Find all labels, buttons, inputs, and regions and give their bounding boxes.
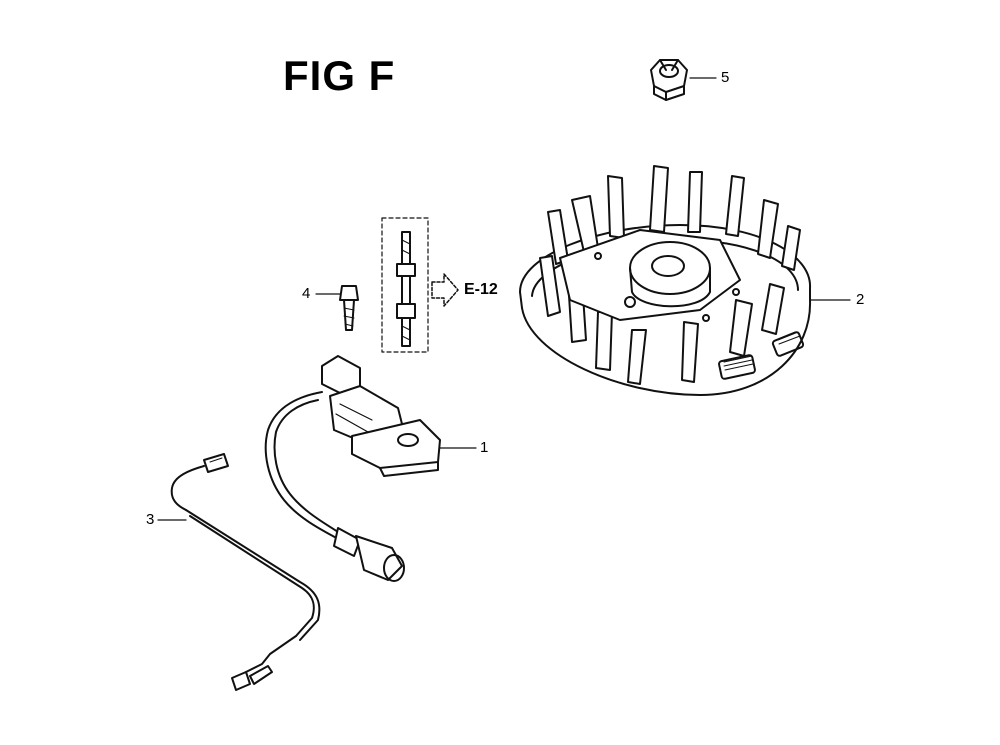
flywheel-drawing [519,165,812,396]
callout-5: 5 [721,69,730,86]
coil-bolt-drawing [339,285,359,331]
reference-arrow [431,273,459,307]
stop-switch-wire-drawing [170,453,321,691]
flywheel-nut-drawing [650,59,688,101]
reference-stud-box [381,217,429,353]
cross-reference-label[interactable]: E-12 [464,281,498,298]
callout-4: 4 [302,285,311,302]
figure-title: FIG F [283,52,396,99]
callout-3: 3 [146,511,155,528]
callout-1: 1 [480,439,489,456]
callout-2: 2 [856,291,865,308]
ignition-coil-drawing [264,355,441,582]
